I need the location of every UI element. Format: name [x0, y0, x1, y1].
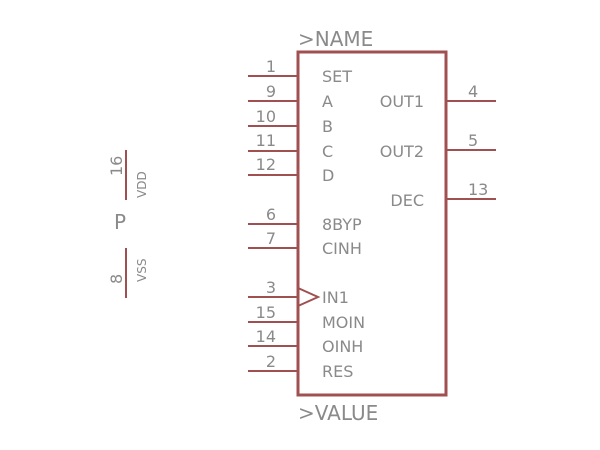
- pin-number: 7: [266, 229, 276, 248]
- left-pins: 1 SET 9 A 10 B 11 C 12 D 6 8BYP 7: [248, 57, 365, 381]
- pin-name: MOIN: [322, 313, 365, 332]
- pin-number: 13: [468, 180, 488, 199]
- pin-number: 15: [256, 303, 276, 322]
- power-gate: P 16 VDD 8 VSS: [107, 150, 149, 298]
- pin-number: 11: [256, 131, 276, 150]
- clock-marker-icon: [297, 287, 321, 307]
- pin-name: SET: [322, 67, 352, 86]
- pin-name: OUT1: [380, 92, 424, 111]
- pin-name: OINH: [322, 337, 363, 356]
- pin-name: DEC: [390, 191, 424, 210]
- pin-number: 2: [266, 352, 276, 371]
- pin-number: 14: [256, 327, 276, 346]
- pin-name: CINH: [322, 239, 362, 258]
- value-label: >VALUE: [298, 401, 378, 425]
- pin-number: 4: [468, 82, 478, 101]
- ic-symbol: >NAME >VALUE 1 SET 9 A 10 B 11 C 12 D: [248, 27, 496, 425]
- pin-name: B: [322, 117, 333, 136]
- pin-number: 8: [107, 274, 126, 284]
- pin-name: RES: [322, 362, 353, 381]
- right-pins: 4 OUT1 5 OUT2 13 DEC: [380, 82, 496, 210]
- pin-number: 10: [256, 107, 276, 126]
- pin-name: A: [322, 92, 333, 111]
- gate-label: P: [114, 210, 126, 234]
- pin-name: VSS: [135, 259, 149, 282]
- pin-name: D: [322, 166, 334, 185]
- pin-number: 5: [468, 131, 478, 150]
- name-label: >NAME: [298, 27, 373, 51]
- pin-name: IN1: [322, 288, 349, 307]
- pin-number: 6: [266, 205, 276, 224]
- pin-name: VDD: [135, 171, 149, 198]
- pin-number: 3: [266, 278, 276, 297]
- pin-name: OUT2: [380, 142, 424, 161]
- pin-name: C: [322, 142, 333, 161]
- pin-number: 1: [266, 57, 276, 76]
- pin-number: 9: [266, 82, 276, 101]
- pin-name: 8BYP: [322, 215, 362, 234]
- pin-number: 12: [256, 155, 276, 174]
- pin-number: 16: [107, 156, 126, 176]
